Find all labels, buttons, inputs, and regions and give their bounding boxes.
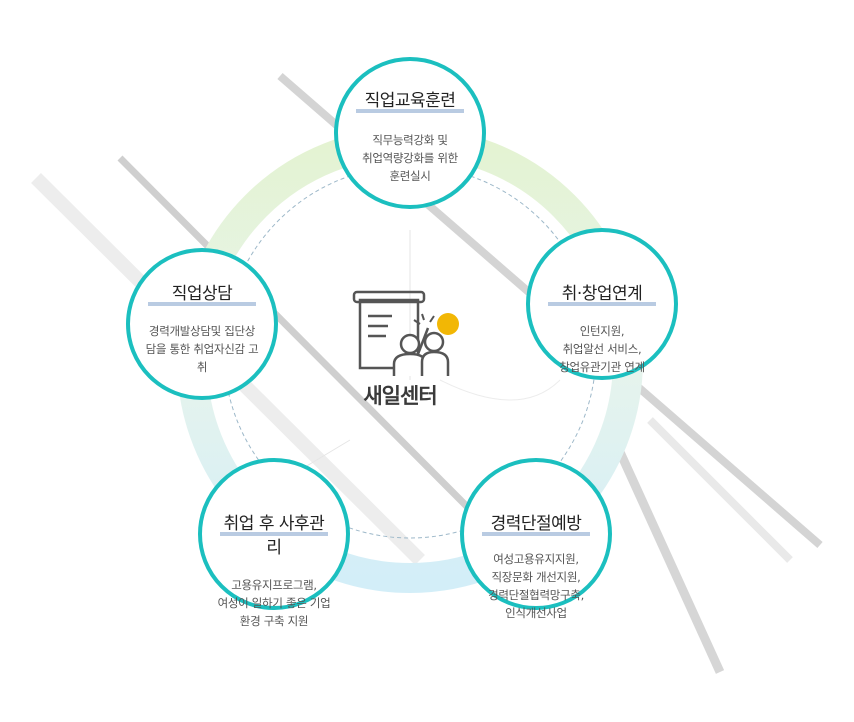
title-underline bbox=[356, 109, 464, 113]
diagonal-stripe bbox=[647, 417, 793, 563]
node-description: 여성고용유지지원, 직장문화 개선지원, 경력단절협력망구축, 인식개선사업 bbox=[488, 552, 584, 620]
title-underline bbox=[548, 302, 656, 306]
node-title: 취·창업연계 bbox=[530, 282, 674, 306]
title-underline bbox=[148, 302, 256, 306]
center-hub: 새일센터 bbox=[330, 280, 470, 420]
title-underline bbox=[220, 532, 328, 536]
node-employment-startup: 취·창업연계 인턴지원, 취업알선 서비스, 창업유관기관 연계 bbox=[526, 228, 678, 380]
node-description: 직무능력강화 및 취업역량강화를 위한 훈련실시 bbox=[362, 133, 458, 183]
node-description: 경력개발상담및 집단상 담을 통한 취업자신감 고 취 bbox=[145, 324, 259, 374]
node-post-employment-care: 취업 후 사후관 리 고용유지프로그램, 여성이 일하기 좋은 기업 환경 구축… bbox=[198, 458, 350, 628]
node-title: 직업상담 bbox=[130, 282, 274, 306]
node-title: 취업 후 사후관 리 bbox=[202, 512, 346, 560]
node-job-counseling: 직업상담 경력개발상담및 집단상 담을 통한 취업자신감 고 취 bbox=[126, 248, 278, 400]
node-job-training: 직업교육훈련 직무능력강화 및 취업역량강화를 위한 훈련실시 bbox=[334, 57, 486, 209]
office-people-icon bbox=[352, 290, 459, 376]
node-career-break-prevention: 경력단절예방 여성고용유지지원, 직장문화 개선지원, 경력단절협력망구축, 인… bbox=[460, 458, 612, 620]
node-description: 인턴지원, 취업알선 서비스, 창업유관기관 연계 bbox=[559, 324, 645, 374]
node-title: 직업교육훈련 bbox=[338, 89, 482, 113]
diagonal-stripe bbox=[605, 428, 725, 674]
center-title: 새일센터 bbox=[363, 384, 437, 408]
node-description: 고용유지프로그램, 여성이 일하기 좋은 기업 환경 구축 지원 bbox=[217, 578, 331, 628]
title-underline bbox=[482, 532, 590, 536]
node-title: 경력단절예방 bbox=[464, 512, 608, 536]
